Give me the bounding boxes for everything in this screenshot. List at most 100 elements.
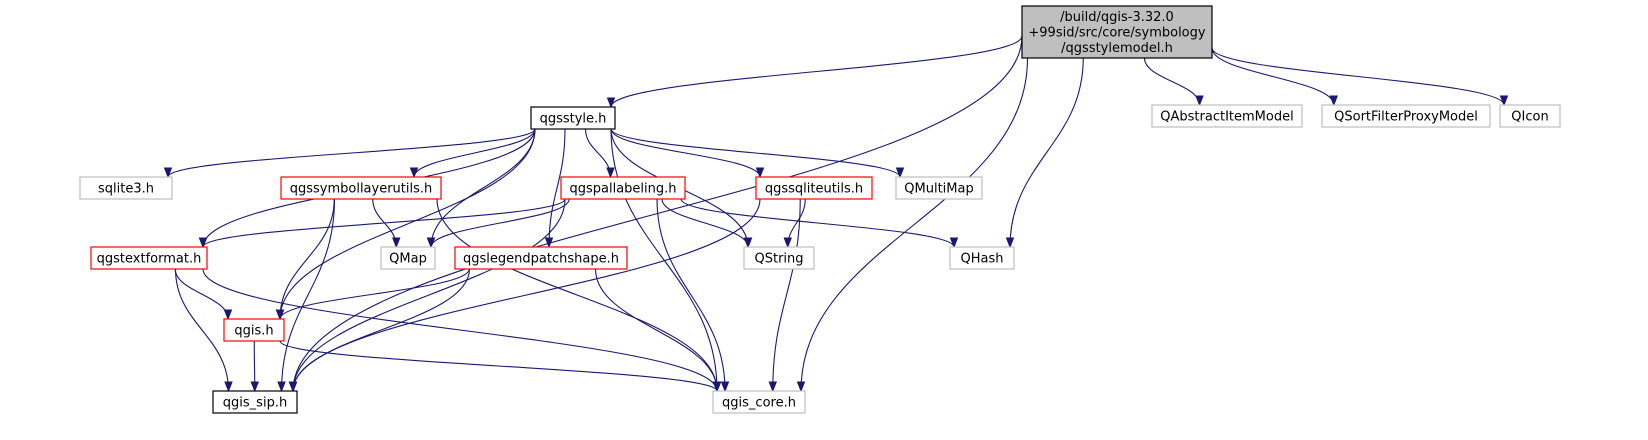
node-qgis[interactable]: qgis.h xyxy=(223,318,285,342)
node-label: qgis.h xyxy=(234,324,273,339)
node-box xyxy=(212,390,298,414)
node-root[interactable]: /build/qgis-3.32.0+99sid/src/core/symbol… xyxy=(1021,5,1213,59)
node-qgslegendpatchshape[interactable]: qgslegendpatchshape.h xyxy=(454,246,628,270)
node-box xyxy=(380,246,436,270)
node-qgis_sip[interactable]: qgis_sip.h xyxy=(212,390,298,414)
arrowhead xyxy=(895,167,905,179)
node-qgssqliteutils[interactable]: qgssqliteutils.h xyxy=(755,176,873,200)
node-label: /qgsstylemodel.h xyxy=(1061,41,1173,56)
edge-root-to-qsortfilterproxymodel xyxy=(1211,47,1338,107)
node-label: +99sid/src/core/symbology xyxy=(1028,26,1206,41)
edge-qgsstyle-to-qgspallabeling xyxy=(584,128,615,179)
edge-qgis-to-qgis_core xyxy=(279,340,722,393)
node-qgssymbollayerutils[interactable]: qgssymbollayerutils.h xyxy=(280,176,442,200)
arrowhead xyxy=(1005,237,1015,249)
edge-qgstextformat-to-qgis_sip xyxy=(174,268,233,393)
edge-root-to-qicon xyxy=(1211,47,1509,107)
node-box xyxy=(1499,104,1561,128)
node-label: QMultiMap xyxy=(904,182,973,197)
node-qicon[interactable]: QIcon xyxy=(1499,104,1561,128)
edge-qgspallabeling-to-qmap xyxy=(426,198,570,249)
node-box xyxy=(1151,104,1303,128)
node-label: qgis_core.h xyxy=(722,396,796,411)
node-qhash[interactable]: QHash xyxy=(949,246,1015,270)
node-qsortfilterproxymodel[interactable]: QSortFilterProxyModel xyxy=(1321,104,1491,128)
node-qgis_core[interactable]: qgis_core.h xyxy=(712,390,806,414)
edge-qgslegendpatchshape-to-qgis_sip xyxy=(288,268,471,393)
node-label: qgslegendpatchshape.h xyxy=(463,252,619,267)
edge-qgslegendpatchshape-to-qgis xyxy=(275,268,470,321)
edge-qgsstyle-to-qmap xyxy=(426,128,536,249)
node-label: qgssymbollayerutils.h xyxy=(290,182,433,197)
arrowhead xyxy=(1329,95,1338,107)
edge-qgssymbollayerutils-to-qgis_sip xyxy=(277,198,336,393)
edge-qgsstyle-to-sqlite3 xyxy=(163,128,536,179)
nodes-layer: /build/qgis-3.32.0+99sid/src/core/symbol… xyxy=(79,5,1561,414)
arrowhead xyxy=(163,167,173,179)
edge-qgssqliteutils-to-qgis_sip xyxy=(288,198,761,393)
arrowhead xyxy=(720,381,730,393)
node-label: /build/qgis-3.32.0 xyxy=(1060,10,1174,25)
node-qabstractitemmodel[interactable]: QAbstractItemModel xyxy=(1151,104,1303,128)
node-label: QAbstractItemModel xyxy=(1160,110,1293,125)
edges-layer xyxy=(163,35,1509,393)
edge-root-to-qhash xyxy=(1005,57,1084,249)
node-box xyxy=(280,176,442,200)
arrowhead xyxy=(743,237,753,249)
arrowhead xyxy=(755,167,765,179)
node-label: qgsstyle.h xyxy=(540,112,607,127)
edge-qgslegendpatchshape-to-qgis_core xyxy=(594,268,722,393)
edge-root-to-qabstractitemmodel xyxy=(1143,57,1204,107)
arrowhead xyxy=(288,381,298,393)
arrowhead xyxy=(392,237,401,249)
edge-qgsstyle-to-qmultimap xyxy=(610,128,905,179)
node-box xyxy=(530,106,616,130)
node-box xyxy=(560,176,686,200)
edge-qgspallabeling-to-qhash xyxy=(680,198,959,249)
node-label: qgssqliteutils.h xyxy=(765,182,863,197)
edge-qgstextformat-to-qgis xyxy=(174,268,233,321)
node-box xyxy=(454,246,628,270)
node-label: sqlite3.h xyxy=(98,182,154,197)
node-box xyxy=(1021,5,1213,59)
node-qgsstyle[interactable]: qgsstyle.h xyxy=(530,106,616,130)
edge-qgis-to-qgis_sip xyxy=(250,340,259,393)
edge-qgspallabeling-to-qgis_sip xyxy=(288,198,566,393)
arrowhead xyxy=(1499,95,1509,107)
node-qmap[interactable]: QMap xyxy=(380,246,436,270)
node-box xyxy=(712,390,806,414)
edge-qgssqliteutils-to-qstring xyxy=(783,198,806,249)
edge-root-to-qgis_core xyxy=(796,57,1029,393)
arrowhead xyxy=(426,237,436,249)
node-box xyxy=(90,246,208,270)
node-label: QMap xyxy=(389,252,427,267)
node-box xyxy=(895,176,983,200)
node-label: QSortFilterProxyModel xyxy=(1334,110,1478,125)
node-qgstextformat[interactable]: qgstextformat.h xyxy=(90,246,208,270)
arrowhead xyxy=(1195,95,1204,107)
arrowhead xyxy=(224,381,233,393)
edge-qgsstyle-to-qgslegendpatchshape xyxy=(544,128,566,249)
node-qmultimap[interactable]: QMultiMap xyxy=(895,176,983,200)
node-label: QIcon xyxy=(1511,110,1548,125)
node-box xyxy=(755,176,873,200)
node-sqlite3[interactable]: sqlite3.h xyxy=(79,176,173,200)
arrowhead xyxy=(250,381,259,393)
edge-root-to-qgis_sip xyxy=(288,35,1023,393)
node-box xyxy=(223,318,285,342)
node-box xyxy=(79,176,173,200)
node-qstring[interactable]: QString xyxy=(743,246,815,270)
arrowhead xyxy=(544,237,554,249)
node-box xyxy=(949,246,1015,270)
arrowhead xyxy=(796,381,806,393)
node-label: qgstextformat.h xyxy=(97,252,202,267)
edge-qgsstyle-to-qgssqliteutils xyxy=(610,128,765,179)
arrowhead xyxy=(409,167,419,179)
edge-qgssymbollayerutils-to-qgis_core xyxy=(436,198,722,393)
node-label: qgspallabeling.h xyxy=(569,182,676,197)
arrowhead xyxy=(606,167,615,179)
arrowhead xyxy=(198,237,208,249)
arrowhead xyxy=(606,97,616,109)
node-qgspallabeling[interactable]: qgspallabeling.h xyxy=(560,176,686,200)
